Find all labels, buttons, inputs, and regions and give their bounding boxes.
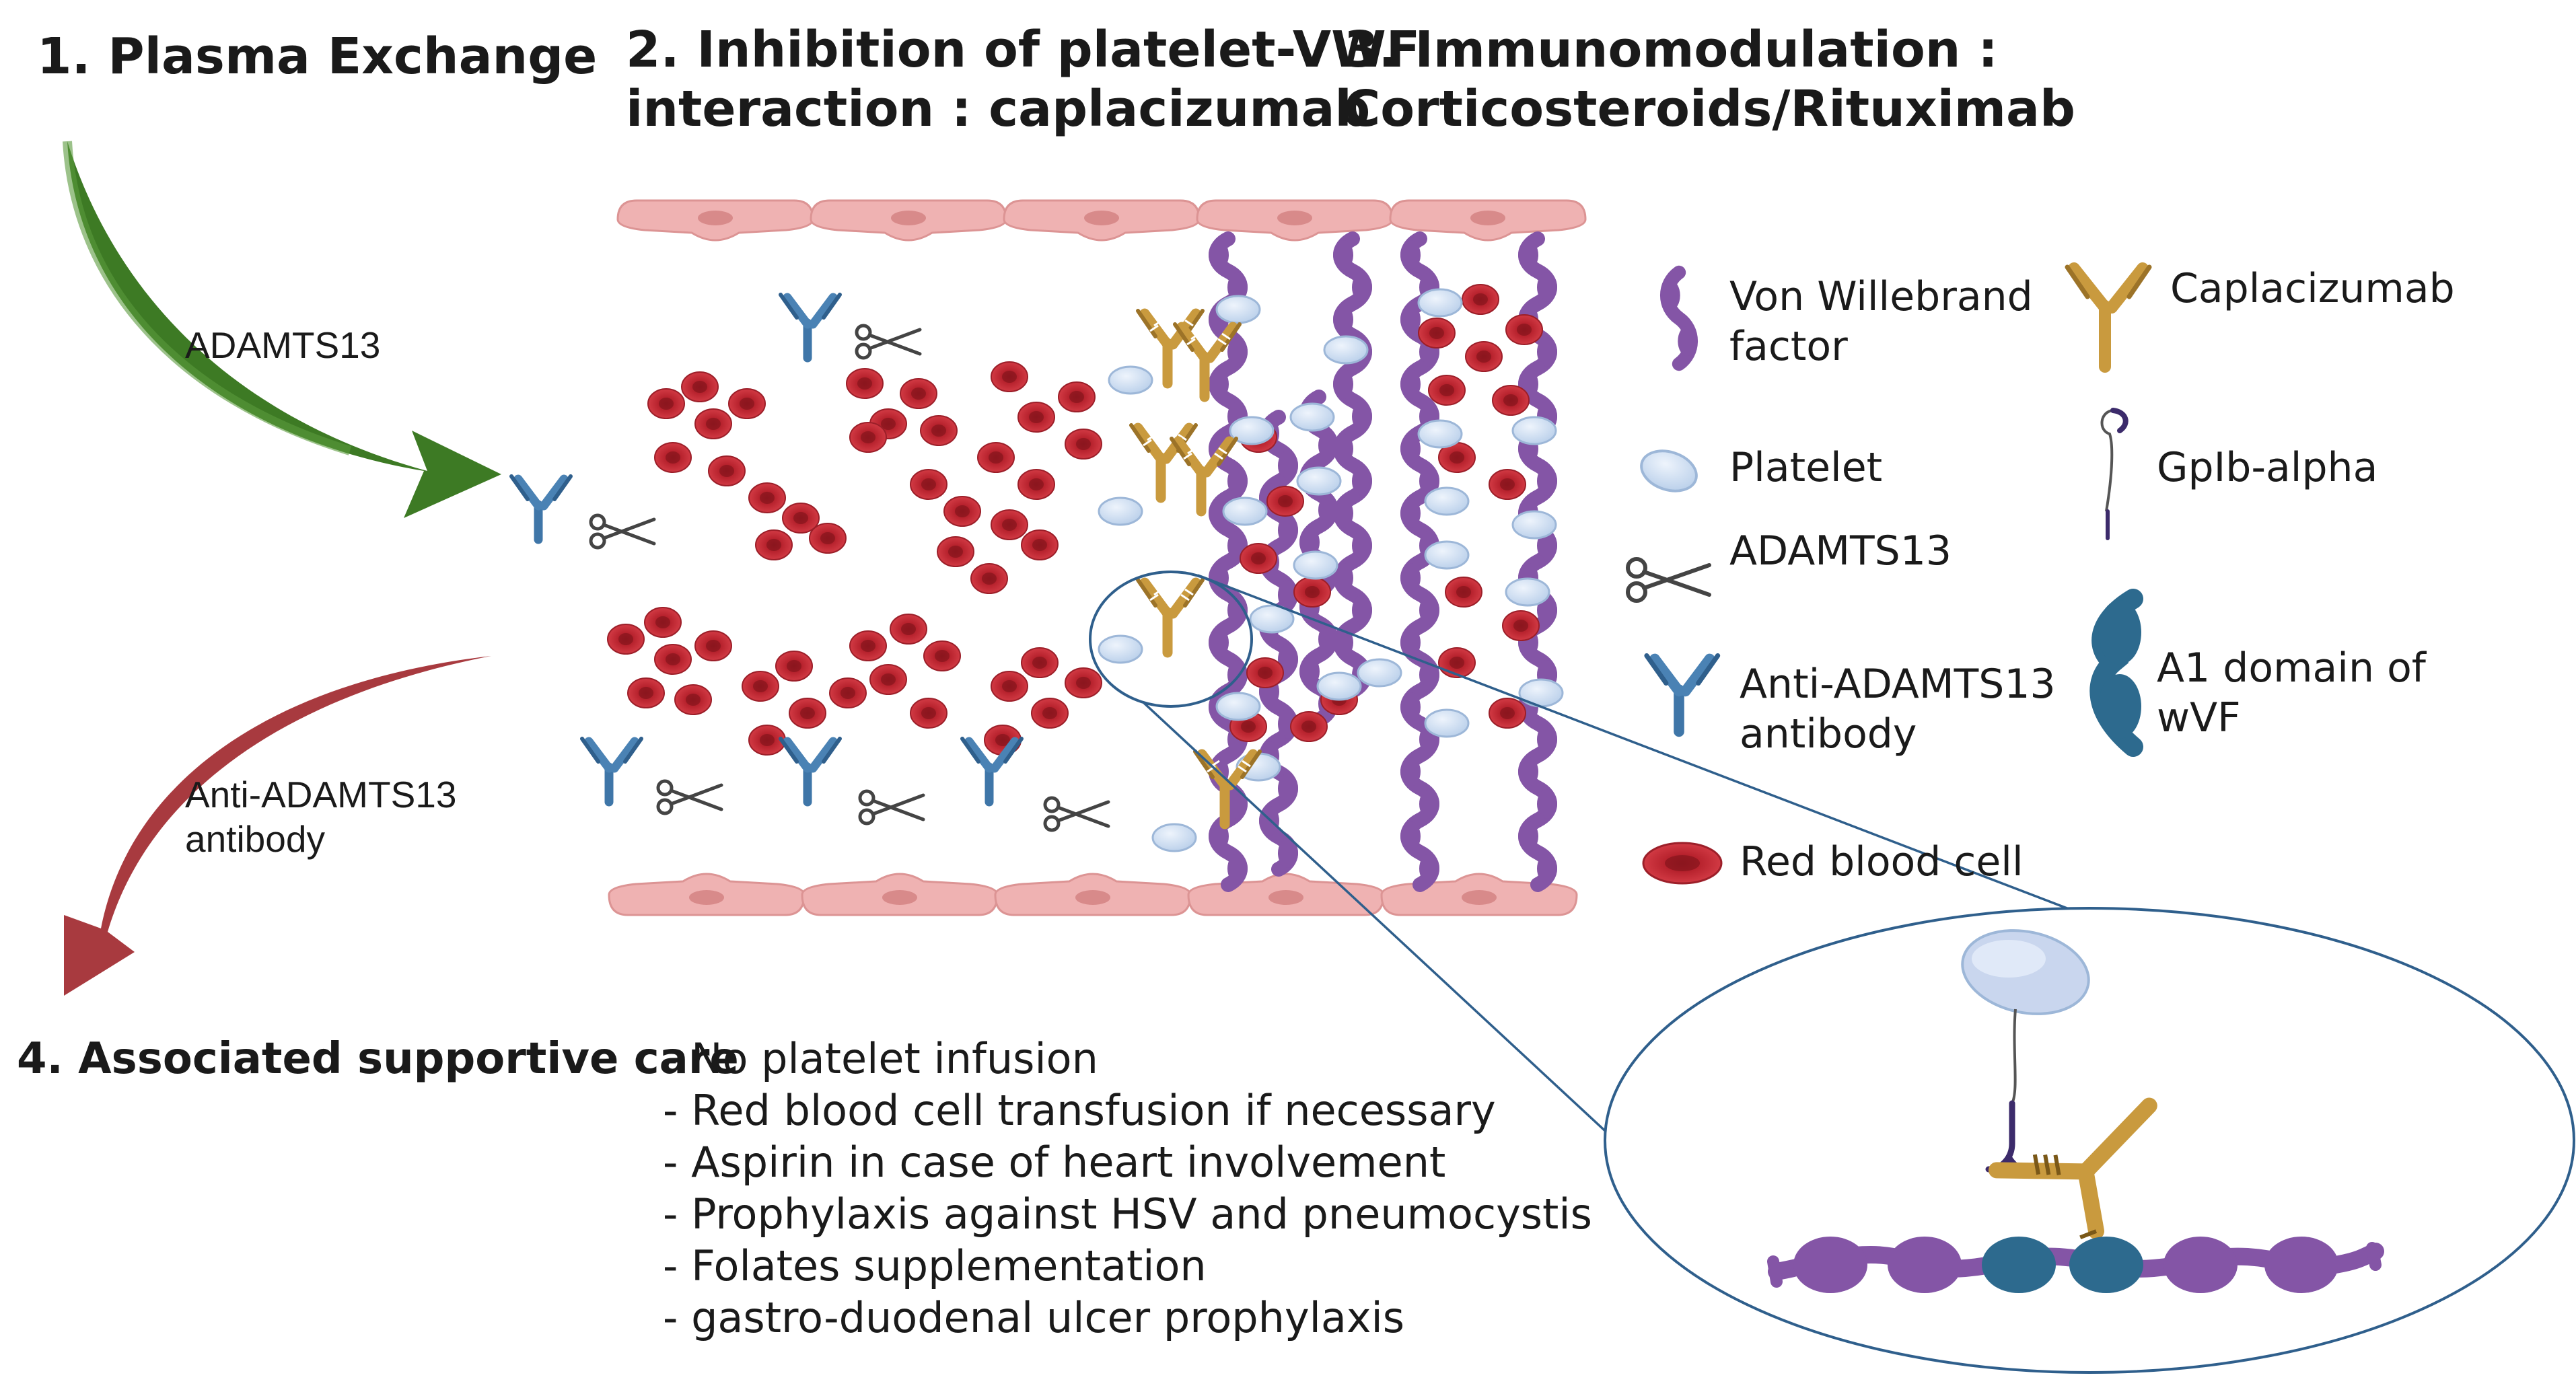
a1-domain-icon [2089,589,2143,757]
zoom-detail [1767,929,2384,1293]
heading-supportive-care: 4. Associated supportive care [17,1034,739,1084]
antibody-removal-arrow [64,656,491,996]
care-item: - Folates supplementation [663,1241,1207,1290]
zoom-source-circle [1089,571,1253,708]
care-item: - Prophylaxis against HSV and pneumocyst… [663,1189,1592,1239]
heading-inhibition-line2: interaction : caplacizumab [626,80,1371,138]
arrow-label-adamts13: ADAMTS13 [185,324,381,366]
heading-immunomodulation-line2: Corticosteroids/Rituximab [1344,80,2075,138]
care-item: - No platelet infusion [663,1034,1098,1083]
arrow-label-antibody-line2: antibody [185,818,325,860]
legend-vwf-line1: Von Willebrand [1729,273,2033,320]
care-item: - Aspirin in case of heart involvement [663,1138,1446,1187]
legend-red-blood-cell: Red blood cell [1740,838,2024,885]
gpib-icon [2100,408,2128,540]
legend-gpib-alpha: GpIb-alpha [2157,444,2378,491]
heading-inhibition-line1: 2. Inhibition of platelet-VWF [626,21,1421,79]
caplacizumab-icon [2065,262,2152,373]
antibody-icon [1647,656,1718,732]
scissors-icon [1626,557,1711,603]
vessel-top-wall [616,199,1587,242]
legend-vwf-line2: factor [1729,323,1848,370]
heading-plasma-exchange: 1. Plasma Exchange [37,28,598,85]
plasma-exchange-arrow [67,141,501,518]
arrow-label-antibody-line1: Anti-ADAMTS13 [185,774,457,815]
legend-a1-domain-line2: wVF [2157,694,2241,741]
vwf-icon [1659,265,1698,371]
legend-a1-domain-line1: A1 domain of [2157,645,2426,692]
legend-adamts13: ADAMTS13 [1729,527,1952,575]
care-item: - gastro-duodenal ulcer prophylaxis [663,1293,1405,1342]
platelet-icon [1640,449,1698,492]
legend-caplacizumab: Caplacizumab [2170,265,2455,312]
care-item: - Red blood cell transfusion if necessar… [663,1086,1496,1135]
heading-immunomodulation-line1: 3. Immunomodulation : [1344,21,1998,79]
legend-antibody-line2: antibody [1740,710,1917,758]
legend-antibody-line1: Anti-ADAMTS13 [1740,661,2056,708]
red-blood-cells [607,361,1102,756]
legend-platelet: Platelet [1729,444,1883,491]
rbc-icon [1642,842,1723,885]
